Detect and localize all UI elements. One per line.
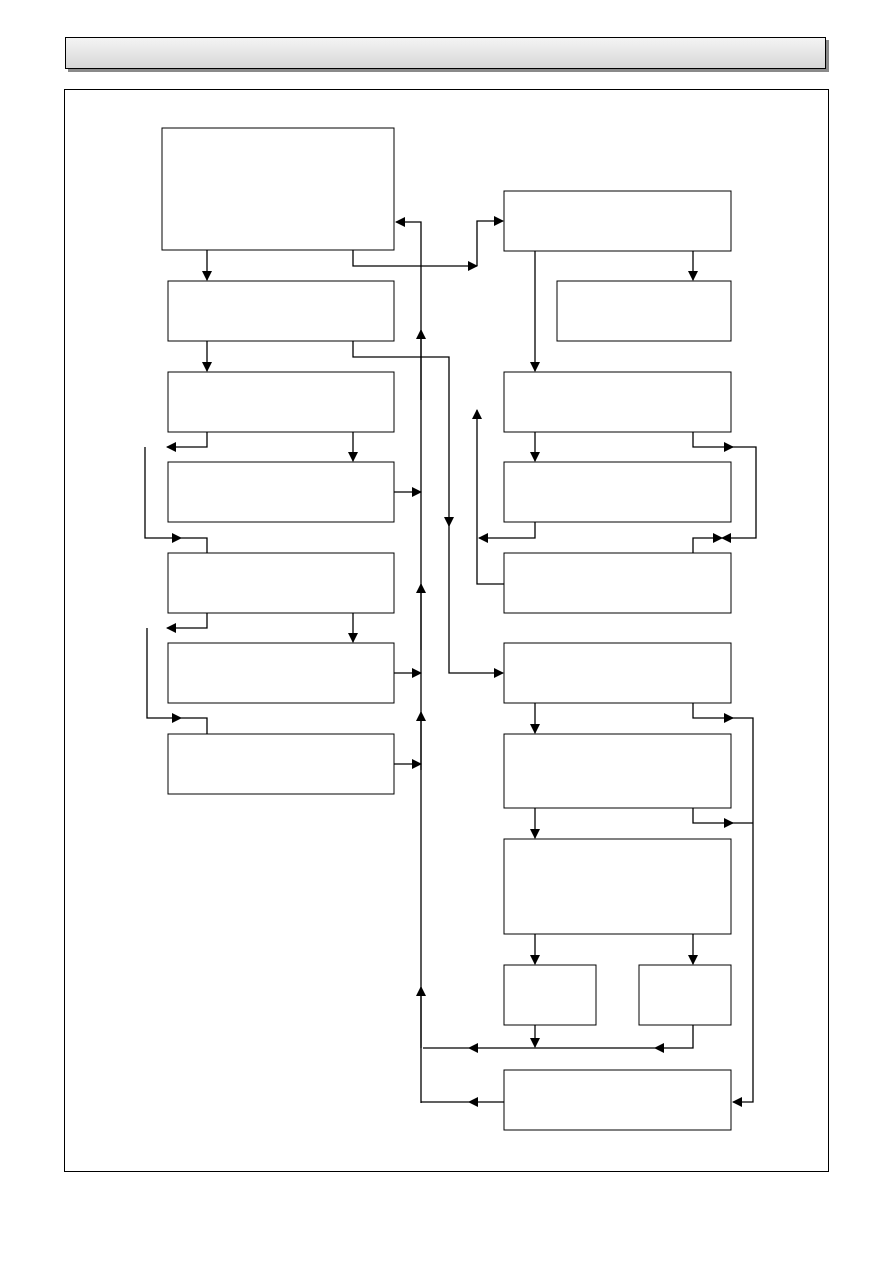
- flow-box-left-7: [167, 733, 395, 795]
- flow-box-left-6: [167, 642, 395, 704]
- flow-box-left-2: [167, 280, 395, 342]
- flow-box-left-4: [167, 461, 395, 523]
- flow-box-right-1: [503, 190, 732, 252]
- flow-box-right-8b: [638, 964, 732, 1026]
- connector-r5-side: [692, 703, 734, 723]
- flow-box-left-3: [167, 371, 395, 433]
- connector-l2-r5: [352, 341, 454, 527]
- connector-l7-top: [181, 717, 208, 734]
- flow-box-right-1b: [556, 280, 732, 342]
- connector-r2-side: [692, 432, 734, 452]
- connector-r8b-left: [654, 1025, 694, 1053]
- connector-trunk-up: [395, 217, 422, 1103]
- header-bar: [65, 37, 826, 69]
- connector-l2-r5-end: [448, 520, 504, 678]
- flow-box-right-5: [503, 642, 732, 704]
- connector-branch-r1: [476, 216, 504, 266]
- flow-box-right-6: [503, 733, 732, 809]
- connector-l5-loop: [166, 613, 208, 633]
- flow-box-right-4: [503, 552, 732, 614]
- connector-side-r4: [721, 446, 757, 543]
- connector-r6-side: [692, 808, 734, 828]
- flow-box-right-8a: [503, 964, 597, 1026]
- connector-loop-l5: [144, 447, 182, 543]
- connector-side-r9: [731, 717, 754, 1107]
- flow-box-right-7: [503, 838, 732, 935]
- connector-loop-l7: [146, 628, 182, 723]
- flow-box-right-9: [503, 1069, 732, 1131]
- connector-r4-top: [692, 533, 723, 553]
- flow-box-left-1: [161, 127, 395, 251]
- connector-l5-top: [181, 537, 208, 553]
- flow-box-right-2: [503, 371, 732, 433]
- flow-box-left-5: [167, 552, 395, 614]
- flow-box-right-3: [503, 461, 732, 523]
- connector-l1-right: [352, 250, 478, 271]
- connector-l3-loop: [166, 432, 208, 452]
- connector-r3-left: [478, 522, 536, 543]
- connector-r4-up: [472, 409, 504, 585]
